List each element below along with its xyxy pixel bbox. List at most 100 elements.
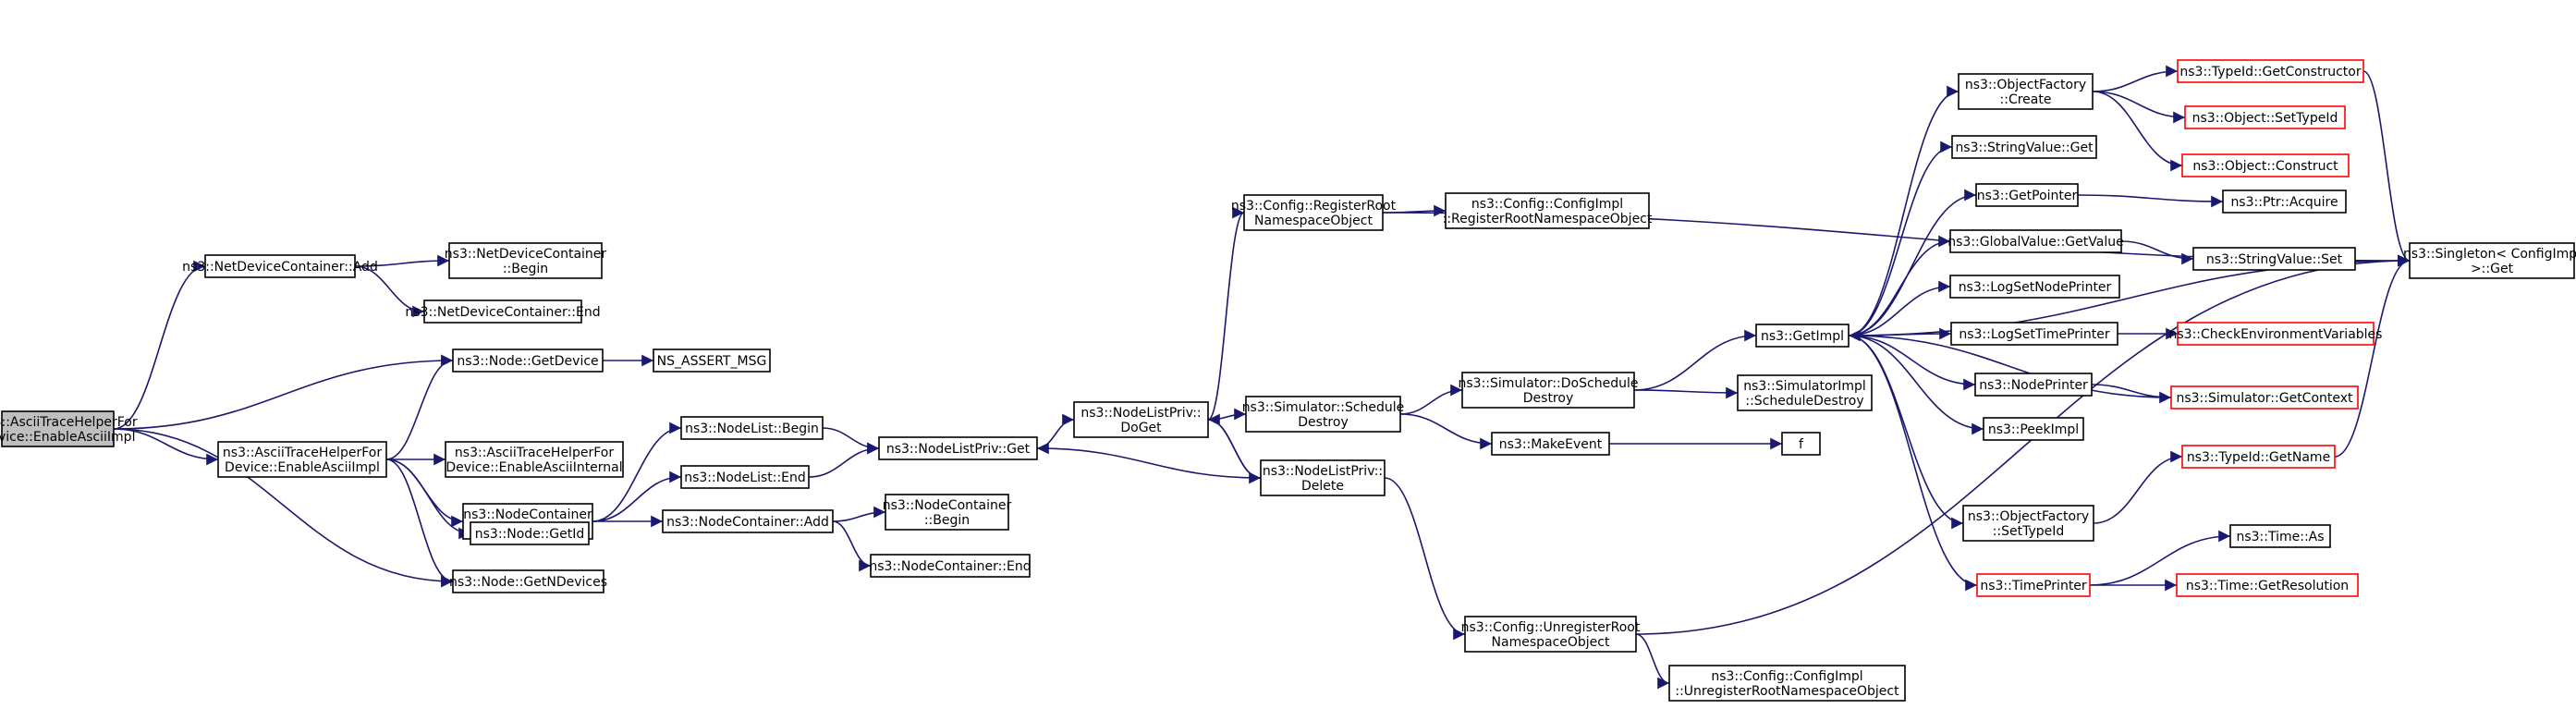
node-box — [2181, 445, 2336, 469]
node-cfgunreg[interactable]: ns3::Config::UnregisterRootNamespaceObje… — [1461, 616, 1641, 653]
node-nodegetid[interactable]: ns3::Node::GetId — [470, 521, 590, 545]
node-ncbegin[interactable]: ns3::NodeContainer::Begin — [883, 494, 1012, 531]
node-checkenv[interactable]: ns3::CheckEnvironmentVariables — [2169, 322, 2383, 346]
node-label-line: ns3::LogSetTimePrinter — [1959, 327, 2110, 342]
node-simimplsched[interactable]: ns3::SimulatorImpl::ScheduleDestroy — [1737, 374, 1873, 411]
node-box — [1950, 322, 2118, 346]
edge-line — [1848, 85, 1959, 336]
node-label-line: ns3::Object::SetTypeId — [2192, 111, 2338, 126]
node-label-line: ::Create — [2000, 92, 2052, 107]
node-objconstruct[interactable]: ns3::Object::Construct — [2181, 153, 2350, 177]
node-getimpl[interactable]: ns3::GetImpl — [1755, 324, 1850, 348]
node-f[interactable]: f — [1781, 432, 1821, 456]
node-eai[interactable]: ns3::AsciiTraceHelperForDevice::EnableAs… — [217, 441, 387, 478]
node-eainternal[interactable]: ns3::AsciiTraceHelperForDevice::EnableAs… — [445, 441, 624, 478]
edge-getimpl-to-svget — [1848, 141, 1953, 336]
node-label-line: ns3::Simulator::Schedule — [1242, 400, 1405, 415]
node-label-line: Delete — [1301, 479, 1344, 494]
node-nlpdoget[interactable]: ns3::NodeListPriv::DoGet — [1073, 401, 1209, 438]
node-simgetctx[interactable]: ns3::Simulator::GetContext — [2170, 385, 2359, 410]
node-label-line: ns3::Time::GetResolution — [2186, 579, 2349, 593]
node-ptracquire[interactable]: ns3::Ptr::Acquire — [2222, 189, 2347, 214]
node-box — [1491, 432, 1610, 456]
node-box — [1975, 183, 2079, 207]
node-ncend[interactable]: ns3::NodeContainer::End — [869, 554, 1032, 578]
node-label-line: ns3::TypeId::GetConstructor — [2179, 65, 2361, 79]
node-nlend[interactable]: ns3::NodeList::End — [680, 465, 810, 489]
node-makeevent[interactable]: ns3::MakeEvent — [1491, 432, 1610, 456]
node-label-line: ns3::NodeContainer::End — [869, 559, 1031, 574]
node-box — [2181, 153, 2350, 177]
node-label-line: ns3::Config::ConfigImpl — [1471, 197, 1623, 212]
edge-simdosched-to-getimpl — [1633, 329, 1757, 391]
node-assertmsg[interactable]: NS_ASSERT_MSG — [653, 348, 771, 373]
node-box — [2409, 242, 2575, 279]
node-label-line: ns3::TypeId::GetName — [2187, 450, 2330, 465]
node-box — [680, 416, 824, 440]
node-cfgimplunreg[interactable]: ns3::Config::ConfigImpl::UnregisterRootN… — [1668, 665, 1906, 702]
node-getdevice[interactable]: ns3::Node::GetDevice — [452, 348, 604, 373]
node-label-line: ns3::Object::Construct — [2192, 159, 2338, 174]
node-timegetres[interactable]: ns3::Time::GetResolution — [2176, 573, 2359, 597]
edge-line — [1848, 189, 1977, 336]
node-box — [2177, 59, 2364, 83]
node-label-line: Device::EnableAsciiImpl — [0, 430, 135, 445]
node-label-line: ns3::Node::GetId — [475, 527, 584, 542]
node-label-line: ns3::Config::UnregisterRoot — [1461, 620, 1641, 635]
node-objsettypeid[interactable]: ns3::Object::SetTypeId — [2184, 105, 2346, 129]
node-ofcreate[interactable]: ns3::ObjectFactory::Create — [1958, 73, 2094, 110]
node-label-line: ns3::NetDeviceContainer — [445, 247, 607, 262]
node-singleton[interactable]: ns3::Singleton< ConfigImpl>::Get — [2403, 242, 2576, 279]
node-label-line: ns3::Ptr::Acquire — [2230, 195, 2338, 210]
node-ndcend[interactable]: ns3::NetDeviceContainer::End — [405, 299, 601, 324]
node-simsched[interactable]: ns3::Simulator::ScheduleDestroy — [1242, 396, 1405, 433]
node-box — [1983, 417, 2084, 441]
edge-line — [2089, 530, 2231, 586]
node-svget[interactable]: ns3::StringValue::Get — [1951, 135, 2097, 159]
edge-getimpl-to-logsetnode — [1848, 280, 1951, 336]
node-label-line: ::SetTypeId — [1993, 524, 2065, 539]
node-box — [1461, 372, 1635, 409]
node-label-line: ns3::Node::GetDevice — [457, 354, 598, 369]
node-ncadd[interactable]: ns3::NodeContainer::Add — [662, 509, 834, 533]
node-box — [1737, 374, 1873, 411]
node-label-line: ns3::ObjectFactory — [1965, 78, 2086, 92]
node-cfgreg[interactable]: ns3::Config::RegisterRootNamespaceObject — [1231, 194, 1397, 231]
edge-line — [808, 442, 880, 478]
node-tidgetname[interactable]: ns3::TypeId::GetName — [2181, 445, 2336, 469]
edge-line — [1848, 235, 1951, 336]
node-logsetnode[interactable]: ns3::LogSetNodePrinter — [1949, 275, 2120, 299]
node-ofsettypeid[interactable]: ns3::ObjectFactory::SetTypeId — [1962, 505, 2094, 542]
edge-line — [1848, 141, 1953, 336]
node-tidgetctor[interactable]: ns3::TypeId::GetConstructor — [2177, 59, 2364, 83]
node-box — [1243, 194, 1384, 231]
node-svset[interactable]: ns3::StringValue::Set — [2192, 247, 2356, 271]
edge-getimpl-to-gvgetvalue — [1848, 235, 1951, 336]
node-timeas[interactable]: ns3::Time::As — [2229, 524, 2331, 548]
node-peekimpl[interactable]: ns3::PeekImpl — [1983, 417, 2084, 441]
edge-ofsettypeid-to-tidgetname — [2093, 450, 2183, 524]
node-box — [885, 494, 1009, 531]
node-ndcadd[interactable]: ns3::NetDeviceContainer::Add — [182, 254, 378, 278]
edge-simgetctx-to-getimpl — [1848, 329, 2172, 398]
node-nlpdelete[interactable]: ns3::NodeListPriv::Delete — [1260, 459, 1386, 496]
node-timeprinter[interactable]: ns3::TimePrinter — [1976, 573, 2091, 597]
node-getpointer[interactable]: ns3::GetPointer — [1975, 183, 2079, 207]
node-gvgetvalue[interactable]: ns3::GlobalValue::GetValue — [1947, 229, 2124, 253]
edge-simsched-to-makeevent — [1399, 413, 1493, 450]
node-nodeprinter[interactable]: ns3::NodePrinter — [1974, 373, 2093, 397]
node-label-line: ns3::Config::ConfigImpl — [1711, 669, 1862, 684]
node-nlpget[interactable]: ns3::NodeListPriv::Get — [878, 436, 1038, 460]
node-getndevices[interactable]: ns3::Node::GetNDevices — [449, 569, 607, 593]
node-ndcbegin[interactable]: ns3::NetDeviceContainer::Begin — [445, 242, 607, 279]
node-label-line: ::UnregisterRootNamespaceObject — [1675, 684, 1899, 699]
node-logsettime[interactable]: ns3::LogSetTimePrinter — [1950, 322, 2118, 346]
node-cfgimplreg[interactable]: ns3::Config::ConfigImpl::RegisterRootNam… — [1443, 192, 1653, 229]
edge-ncadd-to-ncbegin — [832, 506, 886, 522]
node-box — [878, 436, 1038, 460]
node-nlbegin[interactable]: ns3::NodeList::Begin — [680, 416, 824, 440]
node-label-line: ns3::NodeListPriv:: — [1263, 464, 1383, 479]
edge-line — [113, 260, 206, 430]
node-box — [452, 569, 604, 593]
